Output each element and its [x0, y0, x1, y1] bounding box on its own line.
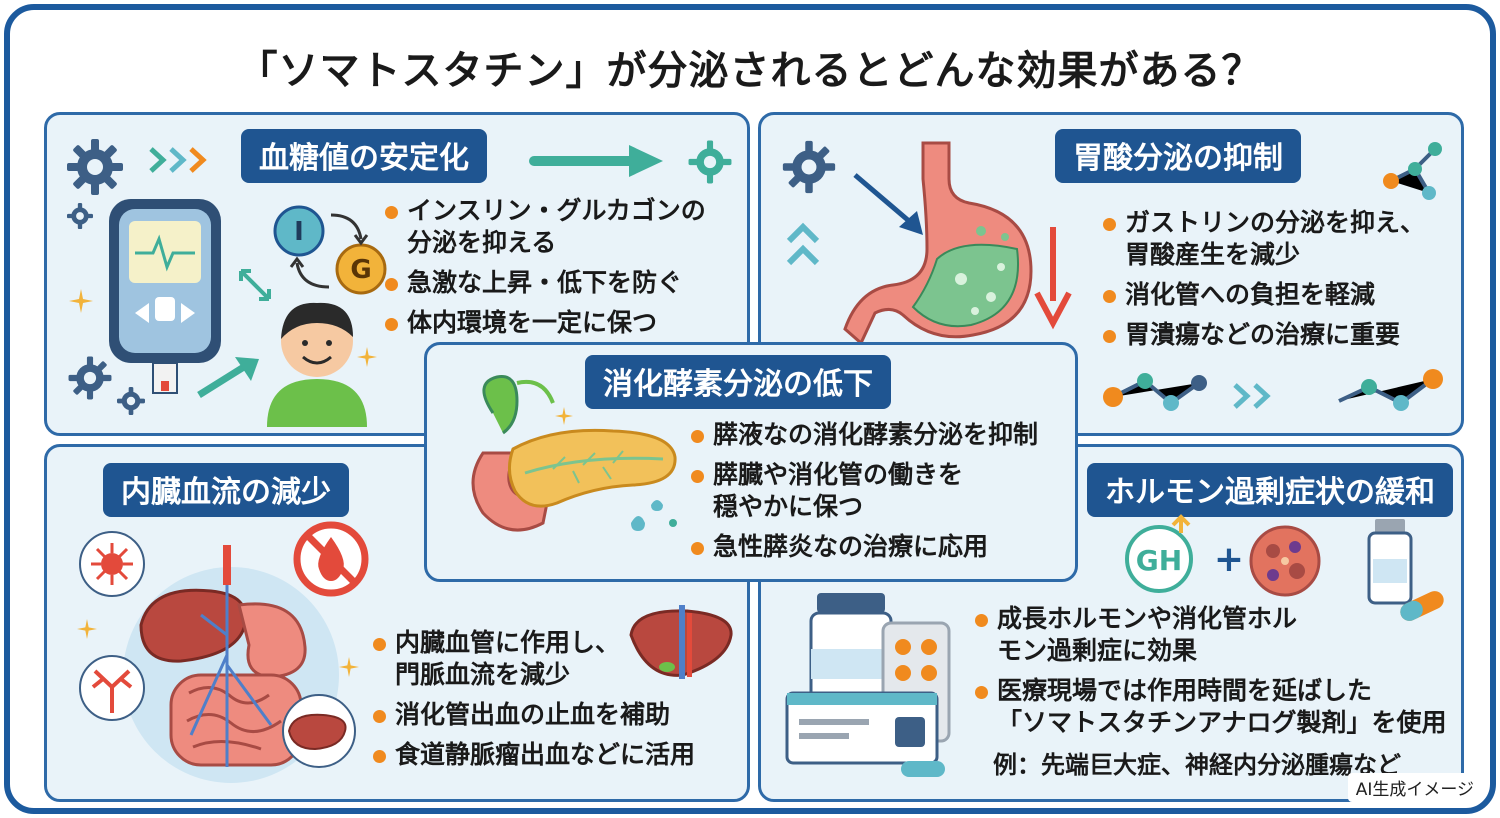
- arrow-up-right-icon: [197, 357, 259, 398]
- small-gear-icon: [117, 387, 145, 415]
- bullet-item: 膵臓や消化管の働きを穏やかに保つ: [689, 459, 1069, 523]
- ai-generated-label: AI生成イメージ: [1347, 773, 1482, 802]
- bullet-item: 体内環境を一定に保つ: [383, 307, 743, 339]
- small-gear-icon: [67, 203, 93, 229]
- panel-heading: 消化酵素分泌の低下: [585, 355, 891, 409]
- no-blood-icon: [293, 521, 369, 597]
- arrow-down-right-icon: [853, 173, 923, 235]
- liver-icon: [629, 605, 733, 679]
- bullet-list: ガストリンの分泌を抑え、胃酸産生を減少 消化管への負担を軽減 胃潰瘍などの治療に…: [1101, 207, 1451, 359]
- panel-blood-sugar: 血糖値の安定化: [44, 112, 750, 436]
- pancreas-icon: [471, 375, 677, 532]
- up-chevrons-icon: [786, 222, 820, 266]
- bullet-item: 急性膵炎なの治療に応用: [689, 531, 1069, 563]
- bullet-list: インスリン・グルカゴンの分泌を抑える 急激な上昇・低下を防ぐ 体内環境を一定に保…: [383, 195, 743, 347]
- arrow-down-icon: [1034, 227, 1072, 330]
- plus-label: +: [1214, 539, 1244, 580]
- panel-heading: 胃酸分泌の抑制: [1055, 129, 1301, 183]
- glucose-meter-icon: [109, 199, 221, 394]
- panel-digestive-enzyme: 消化酵素分泌の低下 膵液なの消化酵素分泌を抑制 膵臓や消化管の働きを穏やかに保つ…: [424, 342, 1078, 582]
- bullet-item: インスリン・グルカゴンの分泌を抑える: [383, 195, 743, 259]
- sparkle-icon: [357, 347, 377, 367]
- growth-hormone-icon: GH +: [1125, 514, 1244, 593]
- bullet-list: 内臓血管に作用し、門脈血流を減少 消化管出血の止血を補助 食道静脈瘤出血などに活…: [371, 627, 731, 779]
- gear-icon: [688, 140, 732, 184]
- virus-icon: [79, 531, 145, 597]
- bullet-item: 消化管への負担を軽減: [1101, 279, 1451, 311]
- bullet-item: 急激な上昇・低下を防ぐ: [383, 267, 743, 299]
- double-arrow-icon: [239, 269, 271, 301]
- panel-heading: 内臓血流の減少: [103, 463, 349, 517]
- page-title: 「ソマトスタチン」が分泌されるとどんな効果がある？: [237, 48, 1263, 94]
- medication-package-icon: [785, 593, 951, 777]
- sparkle-icon: [555, 407, 573, 425]
- bullet-item: 内臓血管に作用し、門脈血流を減少: [371, 627, 731, 691]
- bullet-list: 膵液なの消化酵素分泌を抑制 膵臓や消化管の働きを穏やかに保つ 急性膵炎なの治療に…: [689, 419, 1069, 571]
- sparkle-icon: [77, 619, 97, 639]
- medicine-bottle-icon: [1367, 519, 1444, 621]
- insulin-glucagon-cycle-icon: I G: [273, 205, 387, 295]
- sparkle-icon: [339, 657, 359, 677]
- chevrons-icon: [149, 147, 207, 173]
- bullet-item: ガストリンの分泌を抑え、胃酸産生を減少: [1101, 207, 1451, 271]
- cell-cluster-icon: [1249, 525, 1321, 597]
- bullet-item: 膵液なの消化酵素分泌を抑制: [689, 419, 1069, 451]
- chevrons-icon: [1233, 383, 1271, 409]
- person-icon: [267, 302, 367, 427]
- gear-icon: [782, 140, 836, 194]
- bullet-list: 成長ホルモンや消化管ホルモン過剰症に効果 医療現場では作用時間を延ばした「ソマト…: [973, 603, 1453, 747]
- glucagon-label: G: [350, 255, 371, 285]
- blood-vessel-icon: [79, 655, 145, 721]
- molecule-chain-icon: [1338, 369, 1443, 411]
- gear-icon: [68, 356, 112, 400]
- gear-icon: [67, 139, 123, 195]
- example-text: 例：先端巨大症、神経内分泌腫瘍など: [993, 751, 1401, 779]
- gh-label: GH: [1136, 544, 1182, 577]
- liver-badge-icon: [282, 694, 356, 768]
- infographic-frame: 「ソマトスタチン」が分泌されるとどんな効果がある？ 血糖値の安定化: [4, 4, 1496, 814]
- bullet-item: 胃潰瘍などの治療に重要: [1101, 319, 1451, 351]
- sparkle-icon: [69, 289, 93, 313]
- bullet-item: 医療現場では作用時間を延ばした「ソマトスタチンアナログ製剤」を使用: [973, 675, 1453, 739]
- panel-heading: 血糖値の安定化: [241, 129, 487, 183]
- stomach-icon: [843, 141, 1033, 346]
- molecule-icon: [1383, 142, 1442, 200]
- bullet-item: 食道静脈瘤出血などに活用: [371, 739, 731, 771]
- panel-heading: ホルモン過剰症状の緩和: [1087, 463, 1453, 517]
- arrow-right-icon: [529, 145, 663, 177]
- bullet-item: 消化管出血の止血を補助: [371, 699, 731, 731]
- molecule-chain-icon: [1103, 373, 1207, 411]
- insulin-label: I: [294, 217, 304, 247]
- bullet-item: 成長ホルモンや消化管ホルモン過剰症に効果: [973, 603, 1453, 667]
